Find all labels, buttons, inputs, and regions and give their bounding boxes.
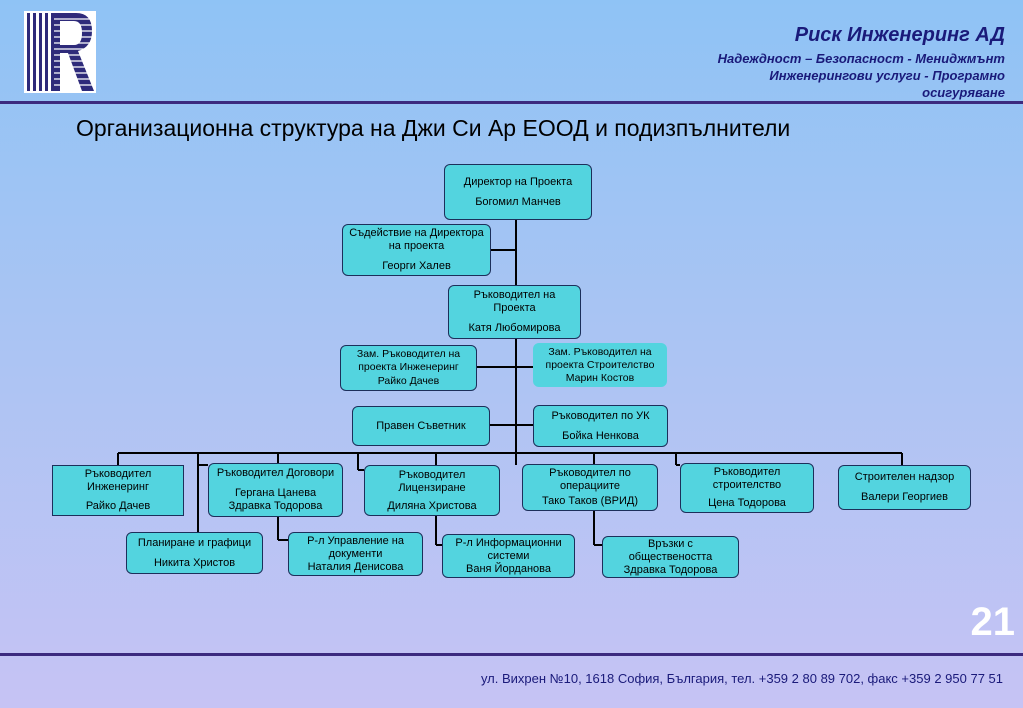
org-box-row2-public-relations: Връзки с обществеността Здравка Тодорова [602,536,739,578]
footer-address: ул. Вихрен №10, 1618 София, България, те… [480,671,1003,686]
row1-1-name: Гергана Цанева Здравка Тодорова [228,487,323,512]
org-box-row1-operations: Ръководител по операциите Тако Таков (ВР… [522,464,658,511]
org-box-row1-contracts: Ръководител Договори Гергана Цанева Здра… [208,463,343,517]
row1-2-name: Диляна Христова [387,499,477,512]
org-box-row1-supervision: Строителен надзор Валери Георгиев [838,465,971,510]
org-box-row2-documents: Р-л Управление на документи Наталия Дени… [288,532,423,576]
org-box-row2-info-systems: Р-л Информационни системи Ваня Йорданова [442,534,575,578]
row1-5-name: Валери Георгиев [860,491,948,503]
deputy-eng-name: Райко Дачев [377,375,440,387]
legal-title: Правен Съветник [376,419,466,432]
org-box-project-manager: Ръководител на Проекта Катя Любомирова [448,285,581,339]
manager-title: Ръководител на Проекта [473,289,556,314]
row1-3-title: Ръководител по операциите [549,467,631,492]
tagline-line-3: осигуряване [922,85,1005,100]
deputy-con-name: Марин Костов [565,371,635,384]
deputy-eng-title: Зам. Ръководител на проекта Инженеринг [356,348,461,373]
org-box-row1-engineering: Ръководител Инженеринг Райко Дачев [52,465,184,516]
page-title: Организационна структура на Джи Си Ар ЕО… [76,115,791,141]
org-box-row1-construction: Ръководител строителство Цена Тодорова [680,463,814,513]
org-box-legal-counsel: Правен Съветник [352,406,490,446]
director-title: Директор на Проекта [463,175,573,188]
row1-4-name: Цена Тодорова [708,497,786,509]
row1-1-title: Ръководител Договори [216,467,335,479]
org-box-deputy-construction: Зам. Ръководител на проекта Строителство… [533,343,667,387]
director-name: Богомил Манчев [475,195,561,208]
manager-name: Катя Любомирова [468,322,561,334]
company-logo [24,11,96,93]
org-box-director: Директор на Проекта Богомил Манчев [444,164,592,220]
director-assist-name: Георги Халев [382,260,451,272]
row1-5-title: Строителен надзор [854,471,955,483]
row2-2-title: Р-л Информационни системи [455,536,562,562]
row1-3-name: Тако Таков (ВРИД) [541,495,639,507]
page-number: 21 [970,600,1016,644]
row2-3-name: Здравка Тодорова [623,563,718,576]
row1-2-title: Ръководител Лицензиране [398,468,466,494]
org-box-deputy-engineering: Зам. Ръководител на проекта Инженеринг Р… [340,345,477,391]
qc-name: Бойка Ненкова [562,429,639,442]
row2-0-title: Планиране и графици [137,536,252,549]
row1-0-name: Райко Дачев [85,500,151,512]
qc-title: Ръководител по УК [551,409,650,422]
row2-1-title: Р-л Управление на документи [307,534,404,560]
row2-2-name: Ваня Йорданова [466,562,551,575]
org-box-row1-licensing: Ръководител Лицензиране Диляна Христова [364,465,500,516]
org-box-row2-planning: Планиране и графици Никита Христов [126,532,263,574]
director-assist-title: Съдействие на Директора на проекта [349,227,484,252]
org-box-director-assist: Съдействие на Директора на проекта Георг… [342,224,491,276]
row1-0-title: Ръководител Инженеринг [84,468,152,493]
row2-1-name: Наталия Денисова [307,560,404,573]
row2-0-name: Никита Христов [153,556,236,569]
row2-3-title: Връзки с обществеността [628,537,713,563]
footer-divider [0,653,1023,656]
tagline-line-1: Надеждност – Безопасност - Мениджмънт [717,51,1005,66]
header-divider [0,101,1023,104]
org-box-quality-control: Ръководител по УК Бойка Ненкова [533,405,668,447]
tagline-line-2: Инженерингови услуги - Програмно [769,68,1005,83]
company-name: Риск Инженеринг АД [794,24,1005,46]
deputy-con-title: Зам. Ръководител на проекта Строителство [545,345,655,371]
row1-4-title: Ръководител строителство [712,466,782,491]
company-tagline: Надеждност – Безопасност - Мениджмънт Ин… [718,50,1005,101]
